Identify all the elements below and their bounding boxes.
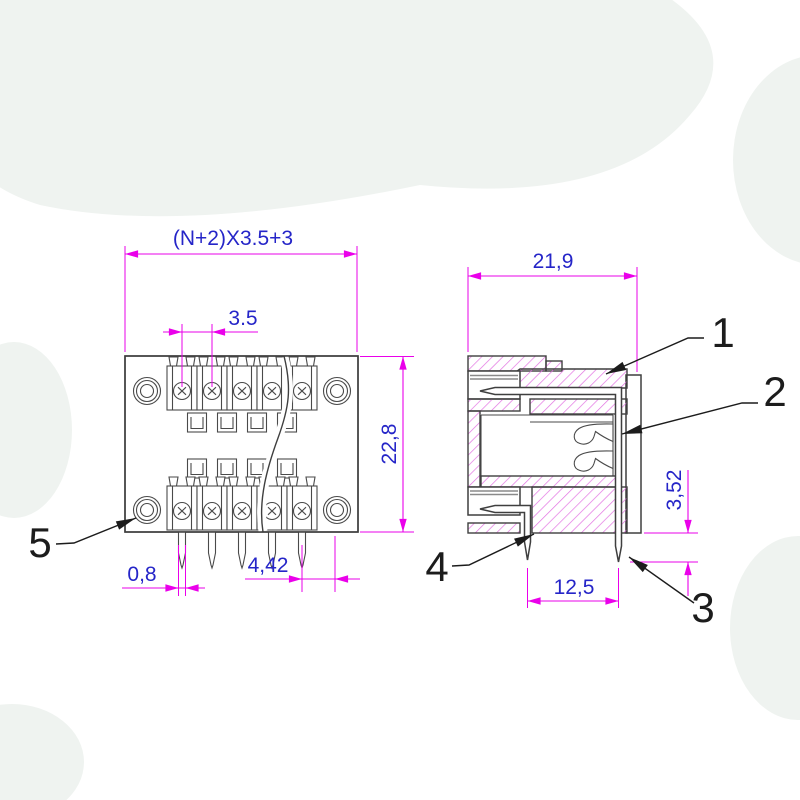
vent-slot	[276, 458, 298, 479]
callout-1-label: 1	[711, 309, 734, 356]
dim-pin-width-label: 0,8	[127, 563, 156, 586]
solder-pin	[237, 531, 247, 569]
mounting-hole-bottom-left	[132, 495, 162, 525]
callout-leader	[628, 556, 695, 604]
background-blob	[730, 536, 800, 720]
housing-bottom-left-strip	[467, 522, 521, 534]
housing-bottom-block	[531, 486, 628, 534]
dim-depth: 21,9	[467, 250, 638, 372]
dimensions-side: 21,9 3,52 12,5	[467, 250, 698, 608]
dim-height: 22,8	[360, 356, 414, 533]
callouts: 1 2 3 4 5	[28, 309, 786, 631]
dim-pitch: 3.5	[163, 307, 258, 387]
upper-bent-pin	[479, 386, 623, 563]
dim-pin-to-hole: 4,42	[245, 536, 360, 592]
contact-hooks	[573, 423, 614, 472]
dim-pitch-label: 3.5	[228, 307, 257, 330]
callout-5-label: 5	[28, 519, 51, 566]
callout-leader	[451, 533, 535, 567]
background-blob	[0, 342, 72, 518]
vent-slot	[216, 458, 238, 479]
callout-leader	[621, 402, 758, 435]
contact-hook-upper	[573, 423, 614, 445]
solder-pin	[207, 531, 217, 569]
connector-body-front-outline	[124, 355, 359, 533]
dim-leg-span-label: 12,5	[554, 576, 595, 599]
vent-slot	[246, 412, 268, 433]
solder-pin	[177, 531, 187, 569]
callout-1: 1	[605, 309, 735, 375]
front-view	[124, 355, 359, 569]
dim-pin-protrusion-label: 3,52	[663, 470, 686, 511]
housing-left-wall	[467, 410, 481, 488]
dim-leg-span: 12,5	[527, 568, 619, 608]
dim-pin-to-hole-label: 4,42	[248, 554, 289, 577]
dim-pin-width: 0,8	[122, 545, 205, 596]
callout-2-label: 2	[763, 368, 786, 415]
callout-3: 3	[628, 556, 715, 631]
flange-plate	[625, 374, 642, 534]
cavity-floor-band	[480, 475, 621, 488]
dim-total-width: (N+2)X3.5+3	[124, 227, 358, 352]
background-blob	[0, 704, 84, 800]
background-blob	[733, 57, 800, 263]
dim-total-width-label: (N+2)X3.5+3	[173, 227, 293, 250]
mounting-hole-top-left	[132, 376, 162, 406]
callout-leader	[55, 517, 137, 545]
callout-4-label: 4	[425, 543, 448, 590]
mounting-hole-bottom-right	[322, 495, 352, 525]
callout-4: 4	[425, 533, 535, 590]
callout-3-label: 3	[691, 584, 714, 631]
callout-2: 2	[621, 368, 787, 435]
housing-mid-strip	[467, 398, 521, 412]
background-blob	[0, 0, 714, 217]
dim-pin-protrusion: 3,52	[630, 470, 698, 596]
lower-bent-pin	[479, 504, 532, 561]
mounting-hole-top-right	[322, 376, 352, 406]
dimensions-front: (N+2)X3.5+3 3.5 22,8 0,8	[122, 227, 414, 596]
contact-hook-lower	[573, 450, 614, 472]
dim-depth-label: 21,9	[533, 250, 574, 273]
side-view	[467, 355, 642, 563]
vent-slot	[186, 412, 208, 433]
vent-slot	[186, 458, 208, 479]
vent-slot	[216, 412, 238, 433]
break-line	[260, 355, 290, 533]
callout-5: 5	[28, 517, 137, 566]
dim-height-label: 22,8	[378, 424, 401, 465]
callout-leader	[605, 337, 704, 375]
cavity-top-band	[529, 398, 628, 415]
